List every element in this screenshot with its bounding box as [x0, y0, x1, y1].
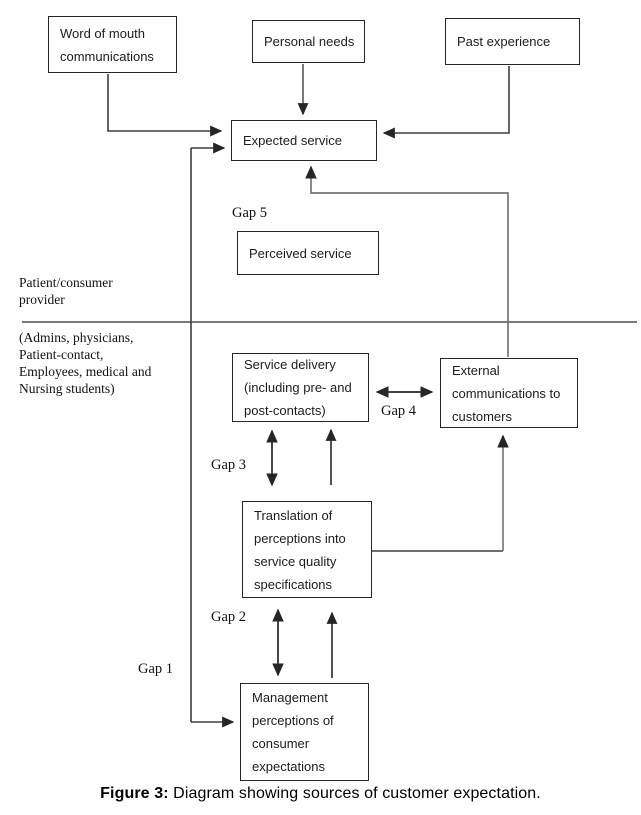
box-translation: Translation of perceptions into service …: [242, 501, 372, 598]
box-external-communications-label: External communications to customers: [452, 362, 561, 424]
gap2-label: Gap 2: [211, 609, 247, 625]
box-expected-service: Expected service: [231, 120, 377, 161]
gap5-label: Gap 5: [232, 205, 268, 221]
box-personal-needs: Personal needs: [252, 20, 365, 63]
box-management-perceptions-label: Management perceptions of consumer expec…: [252, 690, 334, 774]
box-past-experience: Past experience: [445, 18, 580, 65]
box-translation-label: Translation of perceptions into service …: [254, 507, 346, 592]
box-perceived-service: Perceived service: [237, 231, 379, 275]
box-word-of-mouth-label: Word of mouth communications: [60, 25, 154, 64]
figure-caption: Figure 3: Diagram showing sources of cus…: [0, 785, 641, 803]
box-service-delivery: Service delivery (including pre- and pos…: [232, 353, 369, 422]
box-service-delivery-label: Service delivery (including pre- and pos…: [244, 357, 352, 418]
gap3-label: Gap 3: [211, 457, 247, 473]
box-personal-needs-label: Personal needs: [264, 34, 355, 49]
figure-caption-text: Diagram showing sources of customer expe…: [168, 785, 541, 802]
gap4-label: Gap 4: [381, 403, 417, 419]
provider-zone-label: (Admins, physicians, Patient-contact, Em…: [19, 330, 152, 396]
arrow-past-experience-to-expected: [382, 66, 510, 139]
box-expected-service-label: Expected service: [243, 133, 342, 148]
box-past-experience-label: Past experience: [457, 34, 551, 49]
gap1-label: Gap 1: [138, 661, 174, 677]
arrow-external-comms-to-expected: [305, 165, 509, 357]
box-external-communications: External communications to customers: [440, 358, 578, 428]
customer-zone-label: Patient/consumer provider: [19, 275, 113, 307]
box-management-perceptions: Management perceptions of consumer expec…: [240, 683, 369, 781]
box-word-of-mouth: Word of mouth communications: [48, 16, 177, 73]
figure-caption-prefix: Figure 3:: [100, 785, 169, 802]
arrow-word-of-mouth-to-expected: [107, 74, 223, 137]
box-perceived-service-label: Perceived service: [249, 245, 352, 261]
